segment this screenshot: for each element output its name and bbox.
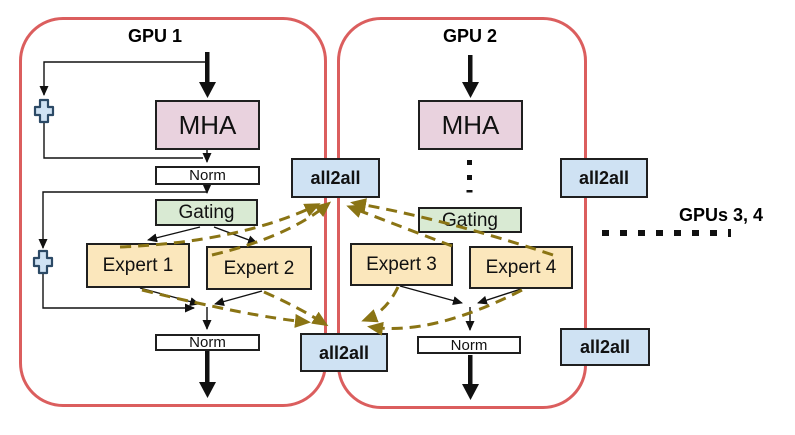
- gpu1-label: GPU 1: [127, 26, 183, 46]
- expert3-box: Expert 3: [350, 243, 453, 286]
- mha-box-gpu1: MHA: [155, 100, 260, 150]
- mha-box-gpu2: MHA: [418, 100, 523, 150]
- gpu2-label: GPU 2: [442, 26, 498, 46]
- gpus-34-dotted-line: [602, 229, 731, 237]
- gpus-34-label: GPUs 3, 4: [678, 205, 764, 225]
- expert2-box: Expert 2: [206, 246, 312, 290]
- norm-box-gpu1-bottom: Norm: [155, 334, 260, 351]
- all2all-box-top-middle: all2all: [291, 158, 380, 198]
- expert4-box: Expert 4: [469, 246, 573, 289]
- all2all-box-bottom-middle: all2all: [300, 333, 388, 372]
- all2all-box-top-right: all2all: [560, 158, 648, 198]
- gating-box-gpu2: Gating: [418, 207, 522, 233]
- expert1-box: Expert 1: [86, 243, 190, 288]
- all2all-box-bottom-right: all2all: [560, 328, 650, 366]
- gating-box-gpu1: Gating: [155, 199, 258, 226]
- gpu2-container: [337, 17, 587, 409]
- norm-box-gpu2-bottom: Norm: [417, 336, 521, 354]
- norm-box-gpu1-top: Norm: [155, 166, 260, 185]
